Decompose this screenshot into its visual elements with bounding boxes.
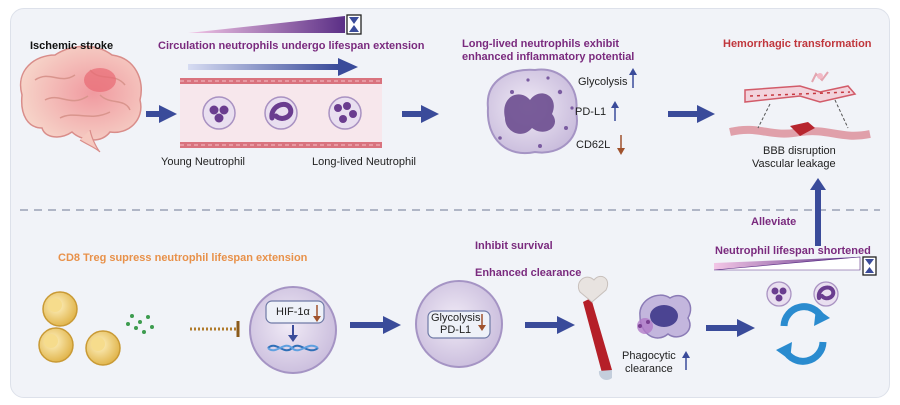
hourglass-icon-bottom xyxy=(862,256,877,276)
long-lived-neutrophil-cell xyxy=(328,96,362,130)
young-neutrophil-label: Young Neutrophil xyxy=(161,156,245,168)
long-lived-neutrophil-label: Long-lived Neutrophil xyxy=(312,156,416,168)
hemorrhagic-title: Hemorrhagic transformation xyxy=(723,38,872,50)
intermediate-neutrophil-cell xyxy=(264,96,298,130)
vascular-leakage-label: Vascular leakage xyxy=(752,158,836,170)
bbb-disruption-label: BBB disruption xyxy=(763,145,836,157)
neutrophil-hif-cell xyxy=(249,286,337,374)
cd8-treg-cells xyxy=(38,291,121,366)
lifespan-wedge-top xyxy=(188,16,345,33)
young-neutrophil-cell xyxy=(202,96,236,130)
bone-marrow-icon xyxy=(578,275,612,381)
treg-title: CD8 Treg supress neutrophil lifespan ext… xyxy=(58,252,308,264)
enhanced-title-line1: Long-lived neutrophils exhibit xyxy=(462,38,620,50)
renewal-cycle-icon xyxy=(776,303,830,365)
pdl1-box-label: PD-L1 xyxy=(440,324,472,336)
enhanced-title-line2: enhanced inflammatory potential xyxy=(462,51,635,63)
ischemic-stroke-label: Ischemic stroke xyxy=(30,40,114,52)
phagocytic-label-line1: Phagocytic xyxy=(622,350,676,362)
circulation-title: Circulation neutrophils undergo lifespan… xyxy=(158,40,425,52)
short-lived-neutrophil-1 xyxy=(766,281,792,307)
marker-pdl1-label: PD-L1 xyxy=(575,106,607,118)
time-arrow-head xyxy=(338,58,358,76)
alleviate-label: Alleviate xyxy=(751,216,797,228)
hourglass-icon xyxy=(346,14,362,35)
long-lived-neutrophil-large xyxy=(486,68,578,155)
enhanced-clearance-label: Enhanced clearance xyxy=(475,267,582,279)
lifespan-shortened-title: Neutrophil lifespan shortened xyxy=(715,245,871,257)
marker-cd62l-label: CD62L xyxy=(576,139,611,151)
secreted-factor-dots xyxy=(126,314,154,334)
marker-glycolysis-label: Glycolysis xyxy=(578,76,628,88)
brain-illustration xyxy=(19,45,142,153)
phagocytic-label-line2: clearance xyxy=(625,363,673,375)
neutrophil-glycolysis-cell xyxy=(415,280,503,368)
inhibit-survival-label: Inhibit survival xyxy=(475,240,553,252)
hif-label: HIF-1α xyxy=(276,306,310,318)
short-lived-neutrophil-2 xyxy=(813,281,839,307)
hemorrhagic-vessel xyxy=(729,71,871,140)
time-arrow xyxy=(188,64,338,70)
macrophage-cell xyxy=(637,294,692,339)
glycolysis-box-label: Glycolysis xyxy=(431,312,481,324)
